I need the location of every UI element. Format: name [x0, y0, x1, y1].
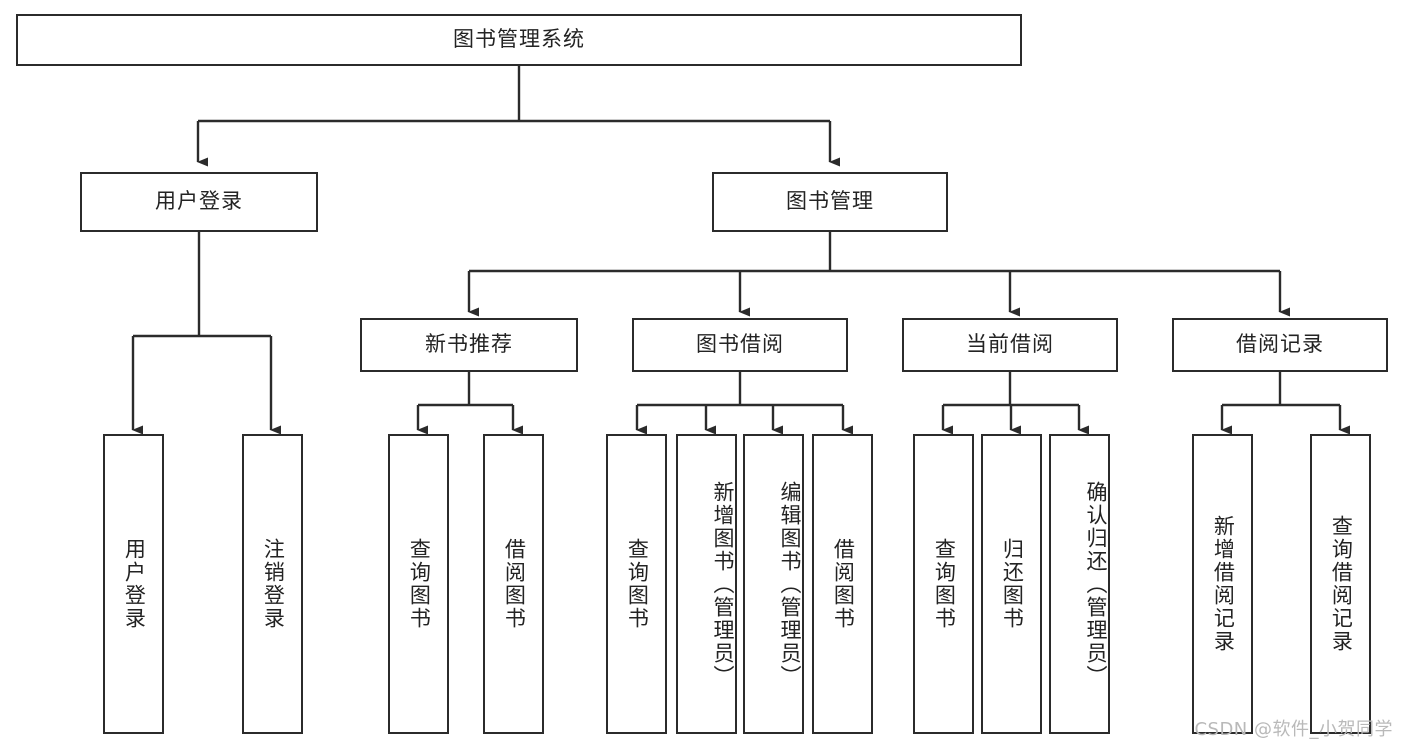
node-leaf-logout-label: 注销登录	[261, 538, 286, 630]
node-borrow-record-label: 借阅记录	[1236, 332, 1324, 357]
node-user-login-label: 用户登录	[155, 189, 243, 214]
node-root[interactable]: 图书管理系统	[16, 14, 1022, 66]
node-leaf-edit-book[interactable]: 编辑图书（管理员）	[743, 434, 804, 734]
node-leaf-borrow-book-2-label: 借阅图书	[831, 538, 856, 630]
node-leaf-user-login-label: 用户登录	[122, 538, 147, 630]
node-leaf-add-record[interactable]: 新增借阅记录	[1192, 434, 1253, 734]
node-leaf-borrow-book-1-label: 借阅图书	[502, 538, 527, 630]
node-leaf-borrow-book-2[interactable]: 借阅图书	[812, 434, 873, 734]
node-leaf-return-book-label: 归还图书	[1000, 538, 1025, 630]
node-leaf-add-record-label: 新增借阅记录	[1211, 515, 1236, 653]
node-leaf-query-book-2[interactable]: 查询图书	[606, 434, 667, 734]
node-leaf-query-record-label: 查询借阅记录	[1329, 515, 1354, 653]
node-leaf-add-book[interactable]: 新增图书（管理员）	[676, 434, 737, 734]
node-borrow-record[interactable]: 借阅记录	[1172, 318, 1388, 372]
node-leaf-borrow-book-1[interactable]: 借阅图书	[483, 434, 544, 734]
node-root-label: 图书管理系统	[453, 27, 585, 52]
node-leaf-logout[interactable]: 注销登录	[242, 434, 303, 734]
node-leaf-edit-book-label: 编辑图书（管理员）	[778, 480, 802, 688]
node-leaf-query-book-3[interactable]: 查询图书	[913, 434, 974, 734]
node-new-book-rec-label: 新书推荐	[425, 332, 513, 357]
node-leaf-return-book[interactable]: 归还图书	[981, 434, 1042, 734]
node-new-book-rec[interactable]: 新书推荐	[360, 318, 578, 372]
node-leaf-user-login[interactable]: 用户登录	[103, 434, 164, 734]
node-leaf-query-book-2-label: 查询图书	[625, 538, 650, 630]
node-book-manage-label: 图书管理	[786, 189, 874, 214]
node-book-manage[interactable]: 图书管理	[712, 172, 948, 232]
node-leaf-confirm-return[interactable]: 确认归还（管理员）	[1049, 434, 1110, 734]
node-user-login[interactable]: 用户登录	[80, 172, 318, 232]
node-leaf-query-book-1[interactable]: 查询图书	[388, 434, 449, 734]
node-leaf-confirm-return-label: 确认归还（管理员）	[1084, 480, 1108, 688]
node-current-borrow[interactable]: 当前借阅	[902, 318, 1118, 372]
node-book-borrow[interactable]: 图书借阅	[632, 318, 848, 372]
node-leaf-add-book-label: 新增图书（管理员）	[711, 480, 735, 688]
node-leaf-query-book-3-label: 查询图书	[932, 538, 957, 630]
watermark: CSDN @软件_小贺同学	[1194, 719, 1393, 740]
node-book-borrow-label: 图书借阅	[696, 332, 784, 357]
node-current-borrow-label: 当前借阅	[966, 332, 1054, 357]
node-leaf-query-book-1-label: 查询图书	[407, 538, 432, 630]
node-leaf-query-record[interactable]: 查询借阅记录	[1310, 434, 1371, 734]
